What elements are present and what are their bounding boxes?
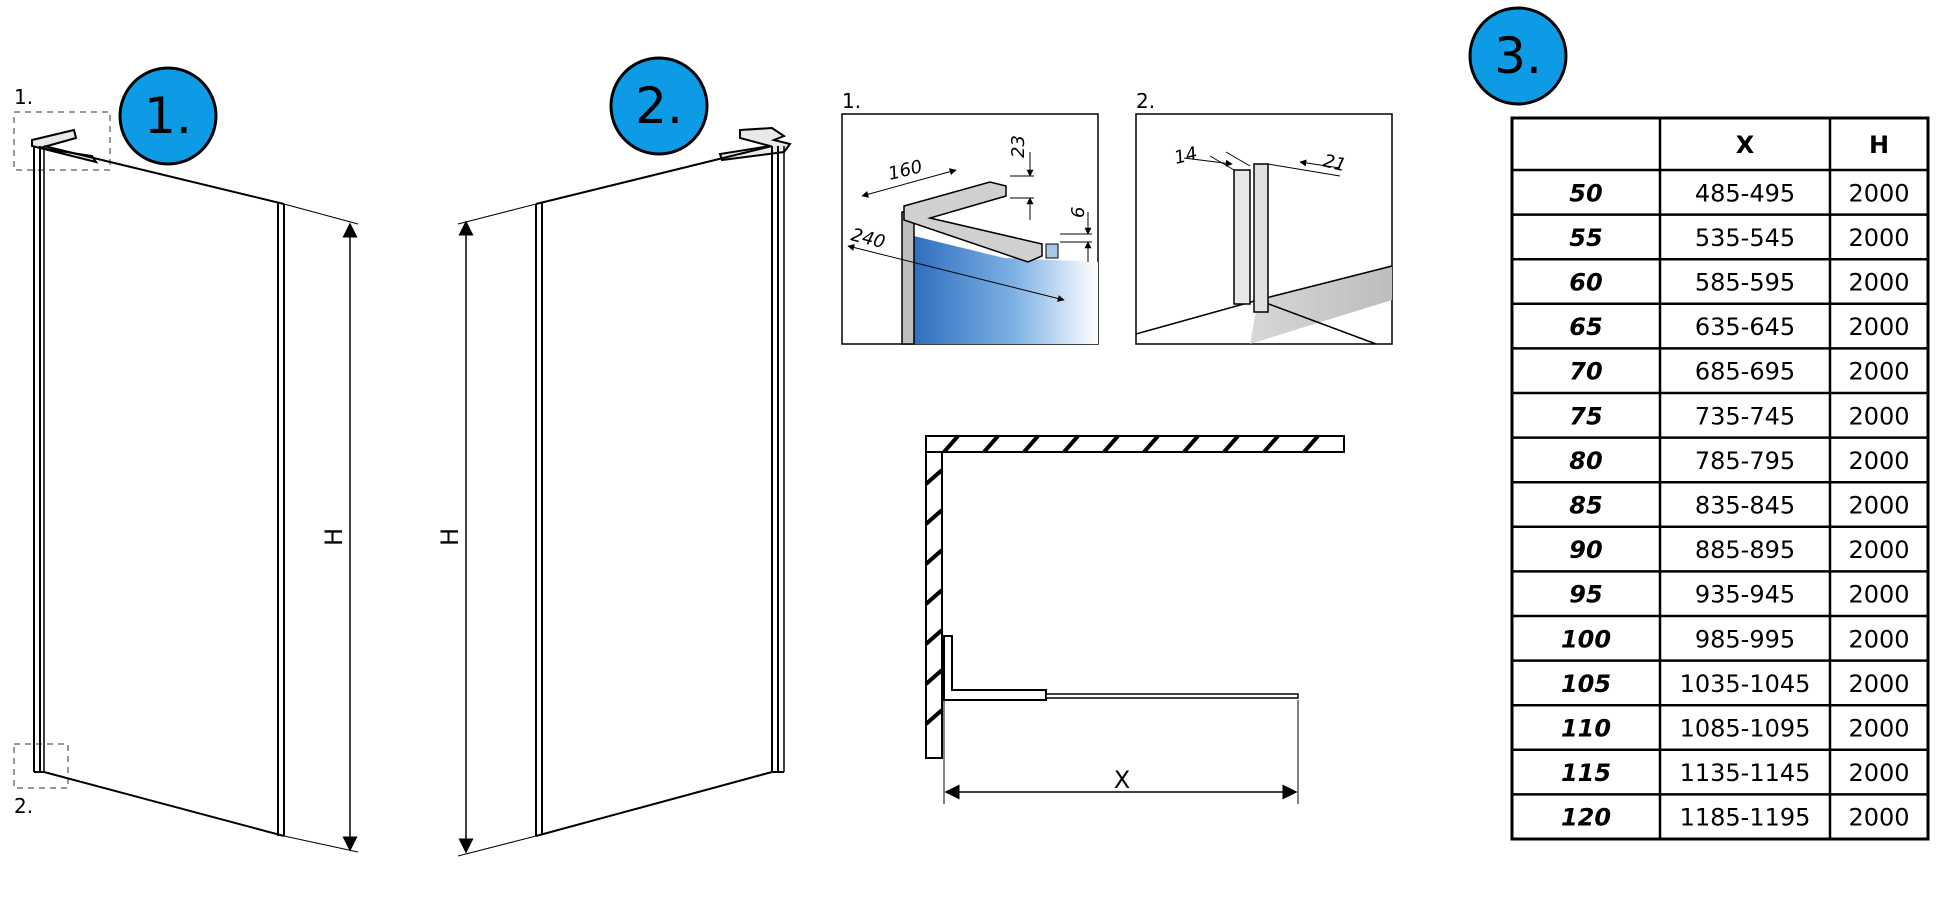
- size-table-cell: 835-845: [1695, 492, 1795, 520]
- size-table-cell: 585-595: [1695, 269, 1795, 297]
- size-table-cell: 2000: [1848, 224, 1909, 252]
- size-table-cell: 120: [1561, 804, 1611, 832]
- size-table-cell: 1185-1195: [1680, 804, 1811, 832]
- plan-view-drawing: X: [924, 434, 1345, 804]
- size-table-cell: 50: [1569, 179, 1602, 207]
- size-table-cell: 535-545: [1695, 224, 1795, 252]
- badge-one: [118, 66, 218, 166]
- detail-two-label: 2.: [1136, 89, 1155, 113]
- badge-one-text: 1.: [144, 87, 192, 145]
- size-table-frame: [1510, 116, 1930, 841]
- size-table-cell: 1035-1045: [1680, 670, 1811, 698]
- panel-one-detail-top-box: [13, 111, 111, 171]
- panel-one-detail-bottom-label: 2.: [14, 794, 33, 818]
- size-table-cell: 2000: [1848, 179, 1909, 207]
- size-table-cell: 2000: [1848, 358, 1909, 386]
- size-table-cell: 2000: [1848, 581, 1909, 609]
- panel-two-drawing: 2. H: [436, 56, 792, 857]
- size-table-cell: 60: [1569, 269, 1602, 297]
- size-table-cell: 785-795: [1695, 447, 1795, 475]
- detail-one-drawing: 1. 160 23 6 240: [841, 89, 1099, 345]
- size-table-cell: 2000: [1848, 759, 1909, 787]
- detail-one-dim-6: 6: [1068, 207, 1089, 218]
- size-table-cell: 85: [1569, 492, 1602, 520]
- size-table-cell: 2000: [1848, 804, 1909, 832]
- detail-two-drawing: 2. 14 21: [1135, 89, 1393, 345]
- detail-one-dim-23: 23: [1008, 135, 1029, 158]
- size-table-cell: 2000: [1848, 715, 1909, 743]
- size-table-cell: 2000: [1848, 447, 1909, 475]
- size-table-cell: 1085-1095: [1680, 715, 1811, 743]
- panel-one-height-label: H: [320, 528, 348, 546]
- panel-two-height-label: H: [436, 528, 464, 546]
- size-table-cell: 65: [1569, 313, 1602, 341]
- size-table-cell: 2000: [1848, 402, 1909, 430]
- size-table-cell: 635-645: [1695, 313, 1795, 341]
- badge-three: [1468, 6, 1568, 106]
- size-table-cell: 2000: [1848, 536, 1909, 564]
- size-table-cell: 485-495: [1695, 179, 1795, 207]
- size-table-cell: 2000: [1848, 269, 1909, 297]
- size-table: 3. X H 50 485-495 2000 55 535-545 2000 60 585-595…: [1468, 6, 1930, 841]
- size-table-cell: 935-945: [1695, 581, 1795, 609]
- size-table-cell: 115: [1561, 759, 1611, 787]
- size-table-cell: 735-745: [1695, 402, 1795, 430]
- size-table-cell: 100: [1561, 625, 1611, 653]
- badge-two-text: 2.: [635, 77, 683, 135]
- size-table-cell: 885-895: [1695, 536, 1795, 564]
- size-table-cell: 90: [1569, 536, 1602, 564]
- size-table-cell: 80: [1569, 447, 1602, 475]
- size-table-cell: 685-695: [1695, 358, 1795, 386]
- size-table-cell: 75: [1569, 402, 1602, 430]
- size-table-cell: 105: [1561, 670, 1611, 698]
- size-table-cell: 2000: [1848, 670, 1909, 698]
- panel-one-detail-top-label: 1.: [14, 85, 33, 109]
- panel-one-drawing: 1. 1. 2. H: [13, 66, 359, 853]
- detail-one-label: 1.: [842, 89, 861, 113]
- size-table-header: X: [1736, 131, 1755, 159]
- size-table-cell: 70: [1569, 358, 1602, 386]
- size-table-cell: 1135-1145: [1680, 759, 1811, 787]
- size-table-header: H: [1869, 131, 1889, 159]
- badge-two: [609, 56, 709, 156]
- size-table-cell: 2000: [1848, 313, 1909, 341]
- size-table-cell: 55: [1569, 224, 1602, 252]
- plan-width-label: X: [1114, 766, 1130, 794]
- size-table-cell: 2000: [1848, 625, 1909, 653]
- size-table-cell: 2000: [1848, 492, 1909, 520]
- size-table-cell: 985-995: [1695, 625, 1795, 653]
- size-table-cell: 95: [1569, 581, 1602, 609]
- badge-three-text: 3.: [1494, 27, 1542, 85]
- size-table-cell: 110: [1561, 715, 1611, 743]
